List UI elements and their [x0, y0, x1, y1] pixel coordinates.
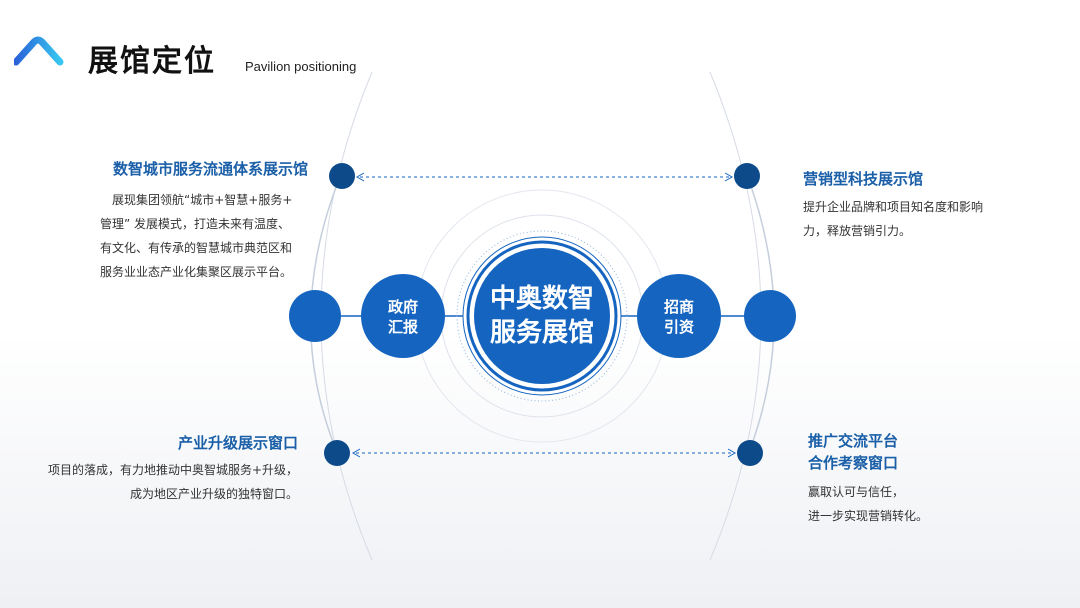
- left-node-circle: [361, 274, 445, 358]
- top-left-dot: [329, 163, 355, 189]
- bottom-left-desc-line: 项目的落成，有力地推动中奥智城服务+升级，: [47, 463, 298, 477]
- center-label-line1: 中奥数智: [489, 284, 594, 314]
- bottom-right-heading-line: 合作考察窗口: [808, 454, 899, 472]
- bottom-right-heading-line: 推广交流平台: [808, 432, 899, 450]
- top-left-description: 展现集团领航“城市+智慧+服务+ 管理” 发展模式，打造未来有温度、 有文化、有…: [100, 188, 320, 284]
- top-right-description: 提升企业品牌和项目知名度和影响 力，释放营销引力。: [803, 195, 983, 243]
- bottom-dashed-arrow: [351, 448, 737, 458]
- bottom-right-desc-line: 赢取认可与信任，: [808, 485, 905, 499]
- bottom-left-heading: 产业升级展示窗口: [177, 434, 298, 452]
- left-node-line1: 政府: [387, 298, 418, 316]
- page-title: 展馆定位: [88, 44, 216, 79]
- bottom-right-heading: 推广交流平台 合作考察窗口: [808, 430, 898, 474]
- right-node-circle: [637, 274, 721, 358]
- top-right-dot: [734, 163, 760, 189]
- top-left-desc-line: 展现集团领航“城市+智慧+服务+: [112, 193, 293, 207]
- far-left-circle: [289, 290, 341, 342]
- left-node-label: 政府 汇报: [373, 297, 433, 337]
- top-right-desc-line: 提升企业品牌和项目知名度和影响: [803, 200, 984, 214]
- top-left-desc-line: 服务业业态产业化集聚区展示平台。: [100, 265, 293, 279]
- top-left-heading: 数智城市服务流通体系展示馆: [112, 160, 308, 178]
- center-ring-dotted: [456, 230, 628, 402]
- center-circle: [474, 248, 610, 384]
- left-node-line2: 汇报: [387, 318, 418, 336]
- bottom-left-description: 项目的落成，有力地推动中奥智城服务+升级， 成为地区产业升级的独特窗口。: [48, 458, 298, 506]
- right-node-line1: 招商: [663, 298, 694, 316]
- right-node-label: 招商 引资: [649, 297, 709, 337]
- page-subtitle: Pavilion positioning: [245, 59, 357, 74]
- bottom-left-desc-line: 成为地区产业升级的独特窗口。: [129, 487, 298, 501]
- bottom-right-dot: [737, 440, 763, 466]
- bottom-right-desc-line: 进一步实现营销转化。: [808, 509, 929, 523]
- top-left-desc-line: 有文化、有传承的智慧城市典范区和: [100, 241, 293, 255]
- top-right-heading: 营销型科技展示馆: [803, 170, 924, 188]
- center-label-line2: 服务展馆: [489, 318, 594, 348]
- right-node-line2: 引资: [663, 318, 694, 336]
- top-dashed-arrow: [355, 172, 734, 182]
- top-right-desc-line: 力，释放营销引力。: [803, 224, 912, 238]
- bottom-left-dot: [324, 440, 350, 466]
- mountain-chevron-logo-icon: [14, 36, 64, 66]
- center-label: 中奥数智 服务展馆: [474, 282, 610, 350]
- far-right-circle: [744, 290, 796, 342]
- bottom-right-description: 赢取认可与信任， 进一步实现营销转化。: [808, 480, 928, 528]
- top-left-desc-line: 管理” 发展模式，打造未来有温度、: [100, 217, 291, 231]
